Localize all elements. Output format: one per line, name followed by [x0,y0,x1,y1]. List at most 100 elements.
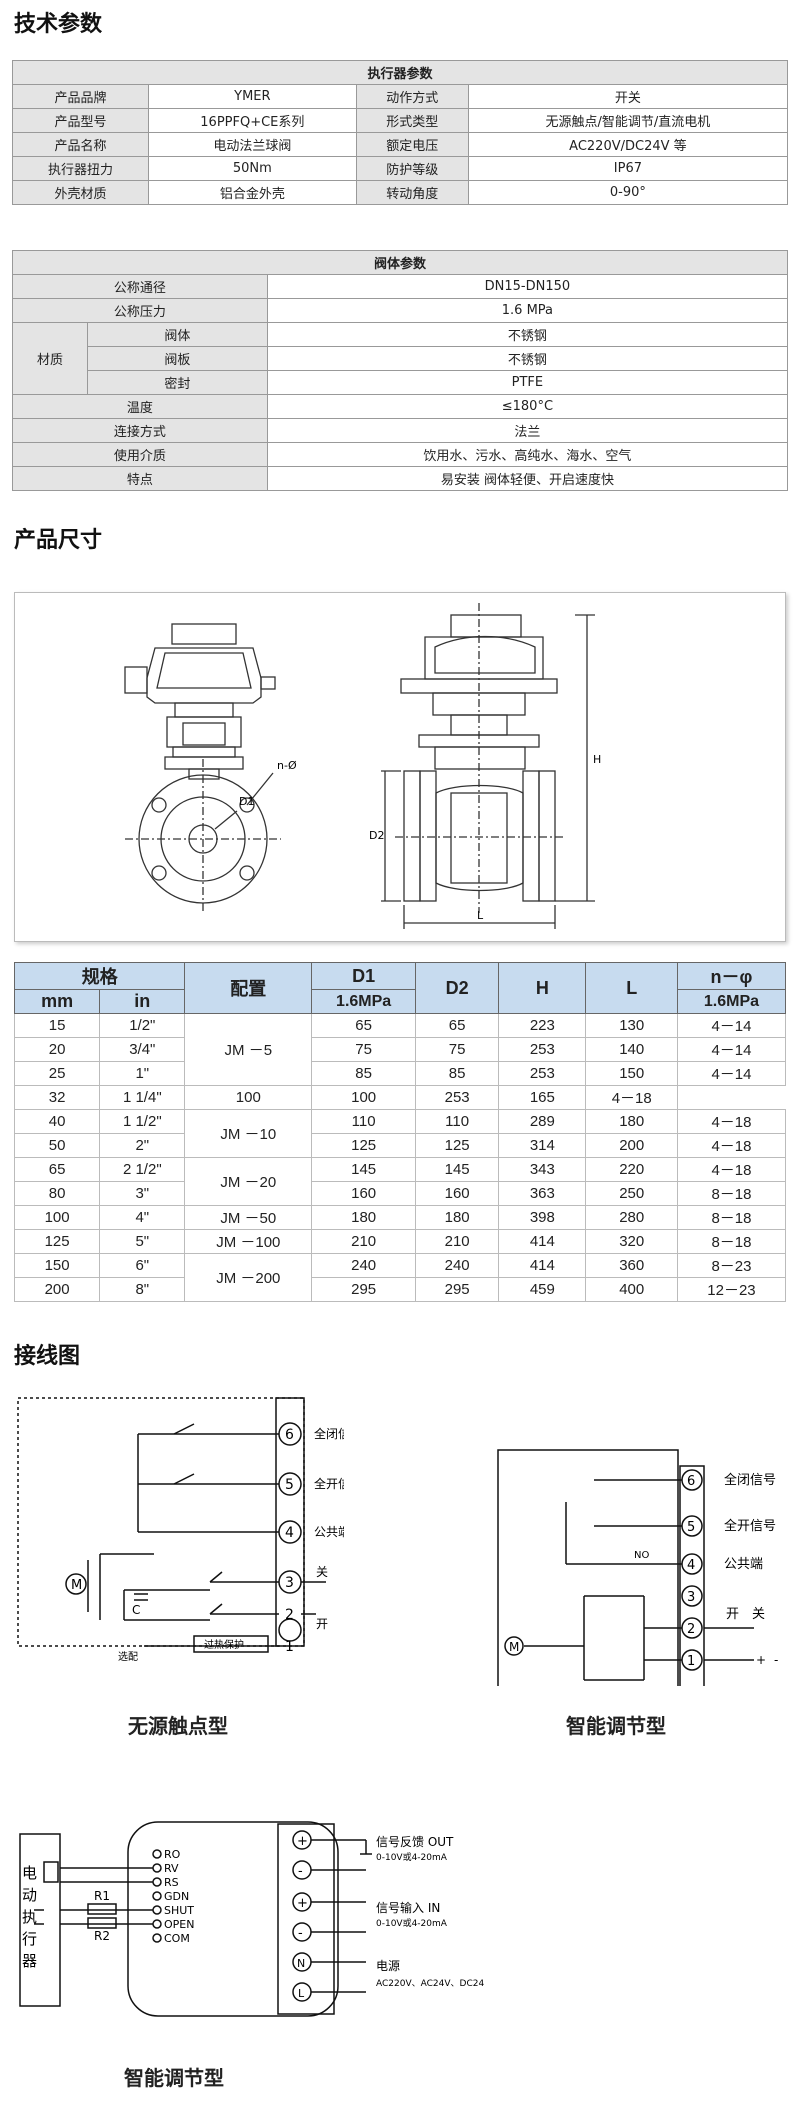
param-label: 产品型号 [12,108,149,133]
spec-value: 100 [311,1085,417,1110]
spec-value: 414 [498,1229,587,1254]
smart1-t5: 全开信号 [724,1518,776,1534]
spec-value: 160 [415,1181,500,1206]
heading-size: 产品尺寸 [14,528,103,553]
smart2-pwr-sub: AC220V、AC24V、DC24V [376,1979,484,1989]
spec-value: 289 [498,1109,587,1134]
param-label: 产品名称 [12,132,149,157]
smart2-in: 信号输入 IN [376,1900,440,1915]
param-label: 转动角度 [355,180,469,205]
label-n-phi: n-Ø [277,759,297,772]
smart1-caption: 智能调节型 [566,1714,666,1738]
spec-value: 343 [498,1157,587,1182]
spec-value: 140 [585,1037,678,1062]
spec-value: 125 [415,1133,500,1158]
actuator-caption: 执行器参数 [12,60,788,85]
spec-mm: 150 [13,1253,101,1278]
spec-value: 240 [311,1253,417,1278]
smart2-term-shut: SHUT [164,1904,194,1917]
passive-n6: 6 [285,1427,294,1443]
spec-value: 110 [311,1109,417,1134]
spec-value: 145 [415,1157,500,1182]
smart1-n5: 5 [687,1520,695,1535]
h-l: L [585,962,678,1014]
spec-value: 314 [498,1133,587,1158]
nominal-dia-value: DN15-DN150 [266,274,789,299]
spec-value: 4－14 [676,1037,787,1062]
smart1-t6: 全闭信号 [724,1472,776,1488]
smart2-term-ro: RO [164,1848,181,1861]
h-n: n－φ [676,962,787,990]
smart1-m: M [509,1640,519,1654]
nominal-pres-label: 公称压力 [12,298,268,323]
h-in: in [99,989,186,1014]
side-actuator-cap [450,614,522,638]
smart2-act-3: 行 [22,1930,37,1948]
spec-value: 280 [585,1205,678,1230]
passive-c: C [132,1603,140,1617]
heading-tech: 技术参数 [14,12,103,37]
smart2-in-sub: 0-10V或4-20mA [376,1917,448,1929]
spec-value: 398 [498,1205,587,1230]
smart2-sym-1: - [298,1864,303,1879]
spec-config: JM －20 [184,1157,313,1206]
spec-mm: 25 [13,1061,101,1086]
spec-value: 100 [184,1085,313,1110]
spec-mm: 200 [13,1277,101,1302]
spec-value: 240 [415,1253,500,1278]
conn-label: 连接方式 [12,418,268,443]
spec-value: 363 [498,1181,587,1206]
spec-mm: 65 [13,1157,101,1182]
spec-value: 85 [415,1061,500,1086]
smart2-term-com: COM [164,1932,190,1945]
spec-table: 规格 配置 D1 D2 H L n－φ mm in 1.6MPa 1.6MPa … [13,962,787,1302]
passive-wiring-diagram: 全闭信号 全开信号 公共端 关 开 AC M C 过热保护 选配 6 5 4 3… [17,1397,344,1663]
smart1-sw: 开 关 [726,1607,765,1622]
smart1-n1: 1 [687,1654,695,1669]
temp-value: ≤180°C [266,394,789,419]
smart-wiring-diagram-1: 全闭信号 全开信号 NO 公共端 开 关 + - M 6 5 4 3 2 1 [497,1449,778,1686]
smart1-no: NO [634,1550,649,1561]
spec-value: 253 [498,1061,587,1086]
passive-prot: 过热保护 [204,1638,244,1651]
h-d2: D2 [415,962,500,1014]
spec-in: 4" [99,1205,186,1230]
valve-drawing: n-Ø D1 D2 H L [124,603,601,929]
smart-wiring-diagram-2: RO RV RS GDN SHUT OPEN COM R1 R2 电 动 执 行… [19,1821,484,2017]
spec-value: 210 [311,1229,417,1254]
smart2-sym-0: + [297,1834,308,1849]
spec-value: 75 [311,1037,417,1062]
spec-mm: 20 [13,1037,101,1062]
passive-open: 开 [316,1617,328,1631]
spec-in: 1/2" [99,1013,186,1038]
smart2-caption: 智能调节型 [124,2066,224,2090]
spec-config: JM －50 [184,1205,313,1230]
temp-label: 温度 [12,394,268,419]
spec-value: 360 [585,1253,678,1278]
param-value: 0-90° [467,180,789,205]
spec-config: JM －100 [184,1229,313,1254]
spec-value: 145 [311,1157,417,1182]
mat-label: 阀板 [87,346,268,371]
smart2-act-0: 电 [22,1864,37,1882]
smart1-n6: 6 [687,1474,695,1489]
param-label: 额定电压 [355,132,469,157]
passive-caption: 无源触点型 [128,1714,228,1738]
spec-value: 65 [415,1013,500,1038]
spec-value: 4－18 [676,1157,787,1182]
h-spec: 规格 [13,962,186,990]
spec-in: 2 1/2" [99,1157,186,1182]
spec-value: 8－18 [676,1181,787,1206]
spec-value: 4－14 [676,1013,787,1038]
dimension-drawing: n-Ø D1 D2 H L [14,592,786,942]
smart1-n2: 2 [687,1622,695,1637]
spec-value: 130 [585,1013,678,1038]
valve-caption: 阀体参数 [12,250,788,275]
spec-value: 459 [498,1277,587,1302]
spec-mm: 50 [13,1133,101,1158]
spec-mm: 15 [13,1013,101,1038]
